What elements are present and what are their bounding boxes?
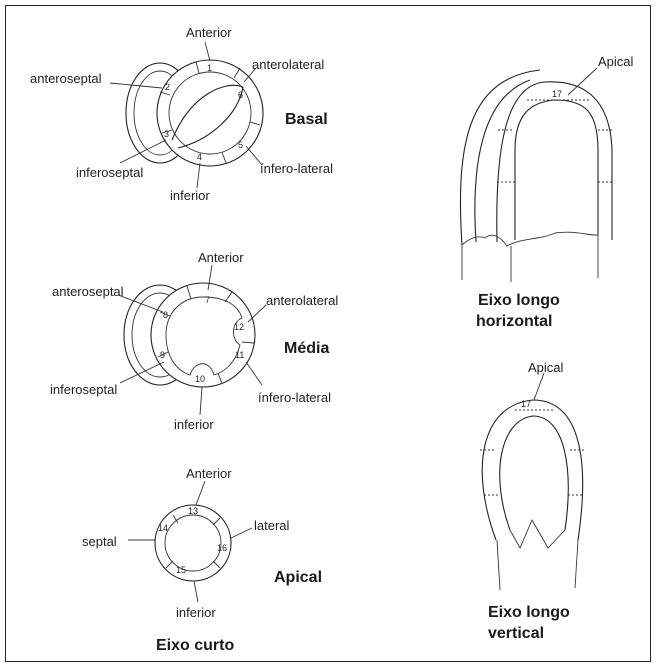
vertical-apical-label: Apical — [528, 360, 564, 375]
basal-view: 1 2 3 4 5 6 Anterior anterolateral anter… — [30, 25, 333, 203]
basal-label-inferoseptal: inferoseptal — [76, 165, 143, 180]
seg-15: 15 — [176, 565, 186, 575]
seg-3: 3 — [164, 129, 169, 139]
basal-label-anterior: Anterior — [186, 25, 232, 40]
seg-8: 8 — [163, 310, 168, 320]
seg-14: 14 — [158, 523, 168, 533]
vertical-long-axis-view: 17 Apical Eixo longo vertical — [480, 360, 586, 642]
horizontal-caption-line2: horizontal — [476, 313, 552, 330]
media-lv-outer — [151, 283, 255, 387]
seg-1: 1 — [207, 63, 212, 73]
basal-title: Basal — [285, 111, 328, 128]
horizontal-caption-line1: Eixo longo — [478, 292, 560, 309]
seg-9: 9 — [160, 350, 165, 360]
seg-4: 4 — [197, 152, 202, 162]
media-view: 7 8 9 10 11 12 Anterior anterolateral an… — [50, 250, 338, 432]
media-label-inferolateral: ínfero-lateral — [258, 390, 331, 405]
media-label-anterior: Anterior — [198, 250, 244, 265]
seg-7: 7 — [205, 295, 210, 305]
apical-title: Apical — [274, 569, 322, 586]
horizontal-seg-17: 17 — [552, 89, 562, 99]
basal-label-inferolateral: ínfero-lateral — [260, 161, 333, 176]
apical-label-inferior: inferior — [176, 605, 216, 620]
media-title: Média — [284, 340, 329, 357]
seg-10: 10 — [195, 374, 205, 384]
seg-5: 5 — [238, 140, 243, 150]
vertical-caption-line2: vertical — [488, 625, 544, 642]
media-label-anterolateral: anterolateral — [266, 293, 338, 308]
seg-16: 16 — [217, 543, 227, 553]
horizontal-long-axis-view: 17 Apical Eixo longo horizontal — [460, 54, 633, 330]
media-label-inferior: inferior — [174, 417, 214, 432]
vertical-seg-17: 17 — [521, 399, 531, 409]
apical-label-septal: septal — [82, 534, 117, 549]
basal-label-inferior: inferior — [170, 188, 210, 203]
basal-lv-outer — [157, 60, 263, 166]
apical-label-anterior: Anterior — [186, 466, 232, 481]
seg-2: 2 — [165, 82, 170, 92]
apical-label-lateral: lateral — [254, 518, 290, 533]
apical-view: 13 14 15 16 Anterior lateral septal infe… — [82, 466, 322, 620]
media-label-anteroseptal: anteroseptal — [52, 284, 124, 299]
seg-11: 11 — [235, 350, 244, 360]
short-axis-caption: Eixo curto — [156, 637, 234, 654]
basal-label-anteroseptal: anteroseptal — [30, 71, 102, 86]
basal-label-anterolateral: anterolateral — [252, 57, 324, 72]
media-label-inferoseptal: inferoseptal — [50, 382, 117, 397]
seg-13: 13 — [188, 506, 198, 516]
horizontal-apical-label: Apical — [598, 54, 634, 69]
vertical-caption-line1: Eixo longo — [488, 604, 570, 621]
seg-6: 6 — [238, 90, 243, 100]
seg-12: 12 — [234, 322, 244, 332]
